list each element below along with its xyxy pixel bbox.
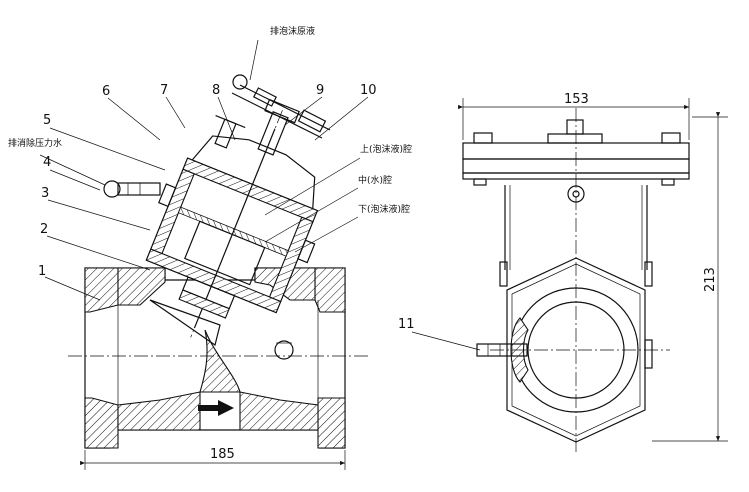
foam-drain-fitting <box>231 74 331 139</box>
label-foam-drain: 排泡沫原液 <box>270 25 315 37</box>
leaders: 1 2 3 4 5 6 7 8 9 10 排泡沫原液 排消除压力水 <box>8 25 412 301</box>
label-11: 11 <box>398 317 415 332</box>
label-2: 2 <box>40 222 48 237</box>
label-chamber-middle: 中(水)腔 <box>358 174 392 186</box>
label-4: 4 <box>43 155 51 170</box>
y-partition <box>199 329 241 393</box>
body-bottom-wall <box>117 391 201 431</box>
flow-direction-arrow-icon <box>198 400 234 416</box>
dimension-213: 213 <box>652 112 728 442</box>
left-flange-lower <box>84 397 119 449</box>
dim-length-text: 185 <box>210 447 235 462</box>
label-7: 7 <box>160 83 168 98</box>
dimension-185: 185 <box>80 447 346 470</box>
label-3: 3 <box>41 186 49 201</box>
label-pressure-drain: 排消除压力水 <box>8 137 62 149</box>
label-10: 10 <box>360 83 377 98</box>
pressure-drain-fitting <box>103 180 161 198</box>
right-flange <box>314 267 346 313</box>
end-view: 11 153 213 <box>398 92 728 455</box>
label-5: 5 <box>43 113 51 128</box>
section-view: 185 1 2 3 4 5 6 7 8 9 10 <box>8 25 412 470</box>
label-9: 9 <box>316 83 324 98</box>
label-8: 8 <box>212 83 220 98</box>
right-flange-lower <box>317 397 346 449</box>
side-port <box>274 340 294 360</box>
dim-width-text: 153 <box>564 92 589 107</box>
body-bottom-right-wall <box>239 391 319 431</box>
label-1: 1 <box>38 264 46 279</box>
dim-height-text: 213 <box>703 267 718 292</box>
body-top-wall <box>117 267 166 306</box>
seat-line <box>149 299 221 346</box>
dimension-153: 153 <box>458 92 690 140</box>
label-chamber-upper: 上(泡沫液)腔 <box>360 143 412 155</box>
label-chamber-lower: 下(泡沫液)腔 <box>358 203 410 215</box>
label-6: 6 <box>102 84 110 99</box>
left-flange <box>84 267 119 313</box>
actuator-assembly <box>145 98 319 338</box>
